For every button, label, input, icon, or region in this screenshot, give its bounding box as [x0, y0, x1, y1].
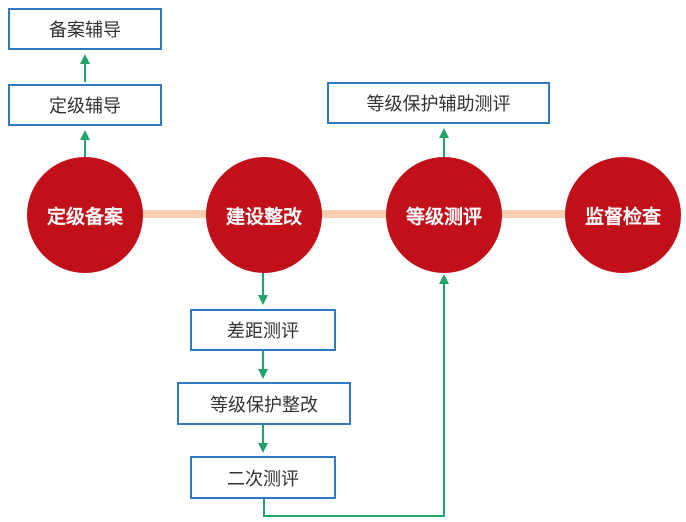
filing-guidance-box: 备案辅导 [8, 8, 162, 50]
grading-guidance-box: 定级辅导 [8, 84, 162, 126]
stage-level-assessment: 等级测评 [386, 157, 502, 273]
stage-grading-filing-label: 定级备案 [46, 205, 123, 228]
arrow-secondary-to-stage3 [263, 274, 449, 517]
protection-rectification-label: 等级保护整改 [210, 394, 318, 416]
stage-supervision-inspection-label: 监督检查 [584, 205, 661, 228]
stage-supervision-inspection: 监督检查 [565, 157, 681, 273]
stage-grading-filing: 定级备案 [27, 157, 143, 273]
protection-rectification-box: 等级保护整改 [177, 382, 351, 425]
assessment-assistance-label: 等级保护辅助测评 [366, 94, 511, 115]
gap-assessment-box: 差距测评 [190, 309, 336, 351]
gap-assessment-label: 差距测评 [227, 321, 299, 342]
stage-construction-rectification: 建设整改 [206, 157, 322, 273]
secondary-assessment-box: 二次测评 [190, 456, 336, 499]
filing-guidance-label: 备案辅导 [49, 20, 121, 41]
secondary-assessment-label: 二次测评 [227, 468, 299, 490]
stage-construction-rectification-label: 建设整改 [225, 205, 302, 228]
assessment-assistance-box: 等级保护辅助测评 [327, 82, 550, 124]
stage-level-assessment-label: 等级测评 [405, 205, 482, 228]
grading-guidance-label: 定级辅导 [49, 96, 121, 117]
